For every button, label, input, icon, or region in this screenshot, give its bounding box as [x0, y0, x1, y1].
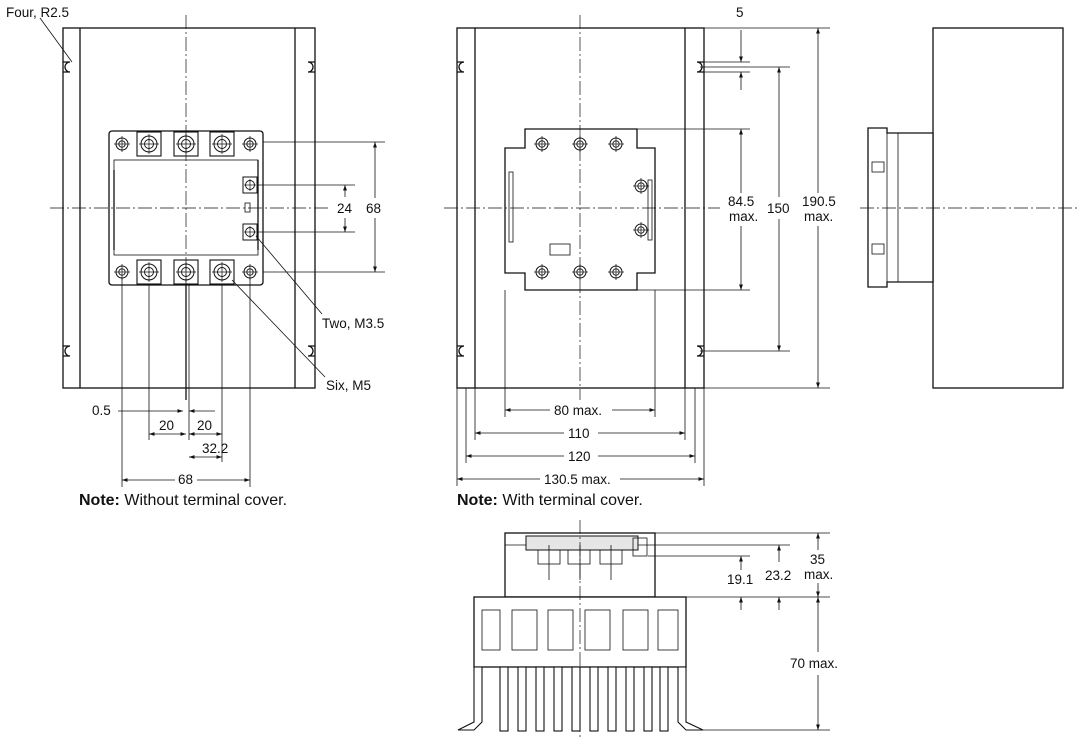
label-six-m5: Six, M5 [326, 378, 371, 393]
mounting-slot-tr [307, 61, 315, 73]
right-side-view [860, 27, 1080, 389]
note-right: Note: With terminal cover. [457, 492, 643, 509]
dim-84-5-max: max. [729, 209, 758, 224]
dim-20b: 20 [197, 418, 212, 433]
dim-120: 120 [568, 449, 591, 464]
dim-68-bottom: 68 [178, 472, 193, 487]
dim-130-5-max: 130.5 max. [544, 472, 611, 487]
dim-84-5: 84.5 [728, 194, 754, 209]
dim-24: 24 [337, 201, 353, 216]
dim-150: 150 [767, 201, 790, 216]
dim-35-max: max. [804, 567, 833, 582]
dim-32-2: 32.2 [202, 441, 228, 456]
dim-19-1: 19.1 [727, 572, 753, 587]
dim-190-5: 190.5 [802, 194, 836, 209]
mounting-slot-tl [63, 61, 71, 73]
dim-70-max: 70 max. [790, 656, 838, 671]
dim-23-2: 23.2 [765, 568, 791, 583]
bottom-view: 19.1 23.2 35 max. 70 max. [457, 520, 838, 740]
dim-35: 35 [810, 552, 825, 567]
mounting-slot-bl [63, 345, 71, 357]
dim-5: 5 [736, 5, 744, 20]
label-four-r2-5: Four, R2.5 [6, 5, 69, 20]
dim-80-max: 80 max. [554, 403, 602, 418]
dim-110: 110 [568, 426, 590, 441]
left-view: Four, R2.5 24 68 Two, M3.5 Six, M5 0.5 2… [6, 5, 385, 509]
dim-68-right: 68 [366, 201, 381, 216]
ssr-side [867, 127, 934, 288]
dim-0-5: 0.5 [92, 403, 111, 418]
mounting-slot-br [307, 345, 315, 357]
dim-20a: 20 [159, 418, 174, 433]
dim-190-5-max: max. [804, 209, 833, 224]
middle-view: 5 84.5 max. 150 190.5 max. 80 max. 110 1… [444, 5, 836, 509]
note-left: Note: Without terminal cover. [79, 492, 287, 509]
label-two-m3-5: Two, M3.5 [322, 316, 384, 331]
